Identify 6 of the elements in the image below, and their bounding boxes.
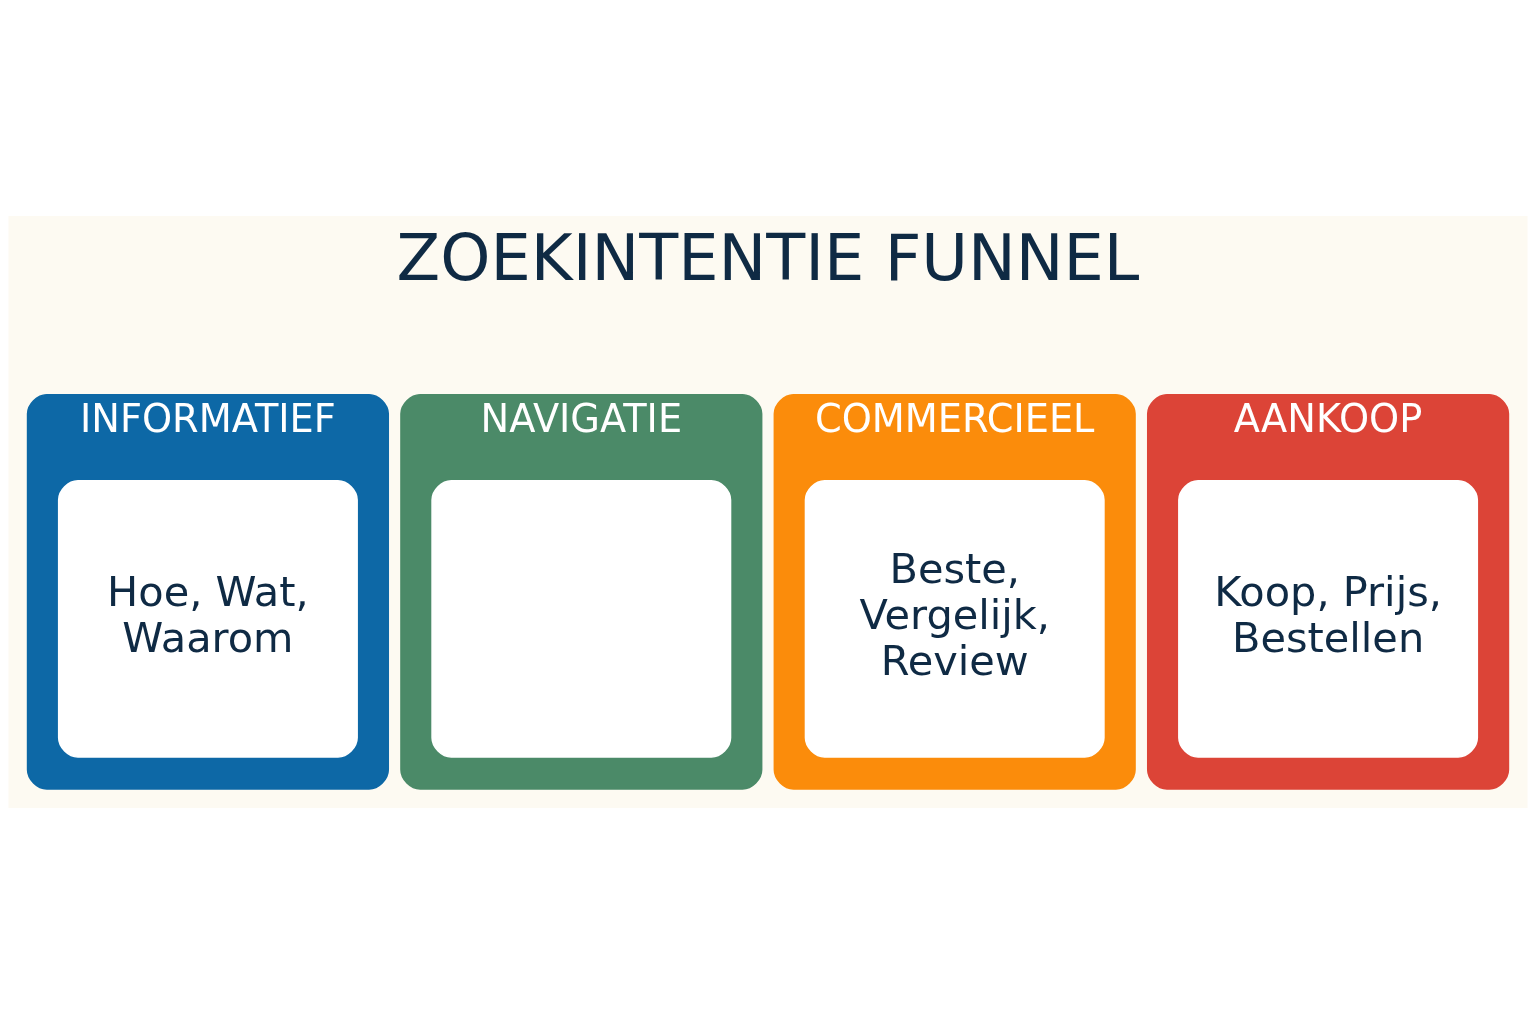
node-box: Beste, Vergelijk, Review [804,480,1105,758]
cluster: NAVIGATIE [400,393,763,790]
node-box: Hoe, Wat, Waarom [57,480,358,758]
node-box: Koop, Prijs, Bestellen [1178,480,1479,758]
diagram-title: ZOEKINTENTIE FUNNEL [396,220,1140,295]
node-box [431,480,732,758]
